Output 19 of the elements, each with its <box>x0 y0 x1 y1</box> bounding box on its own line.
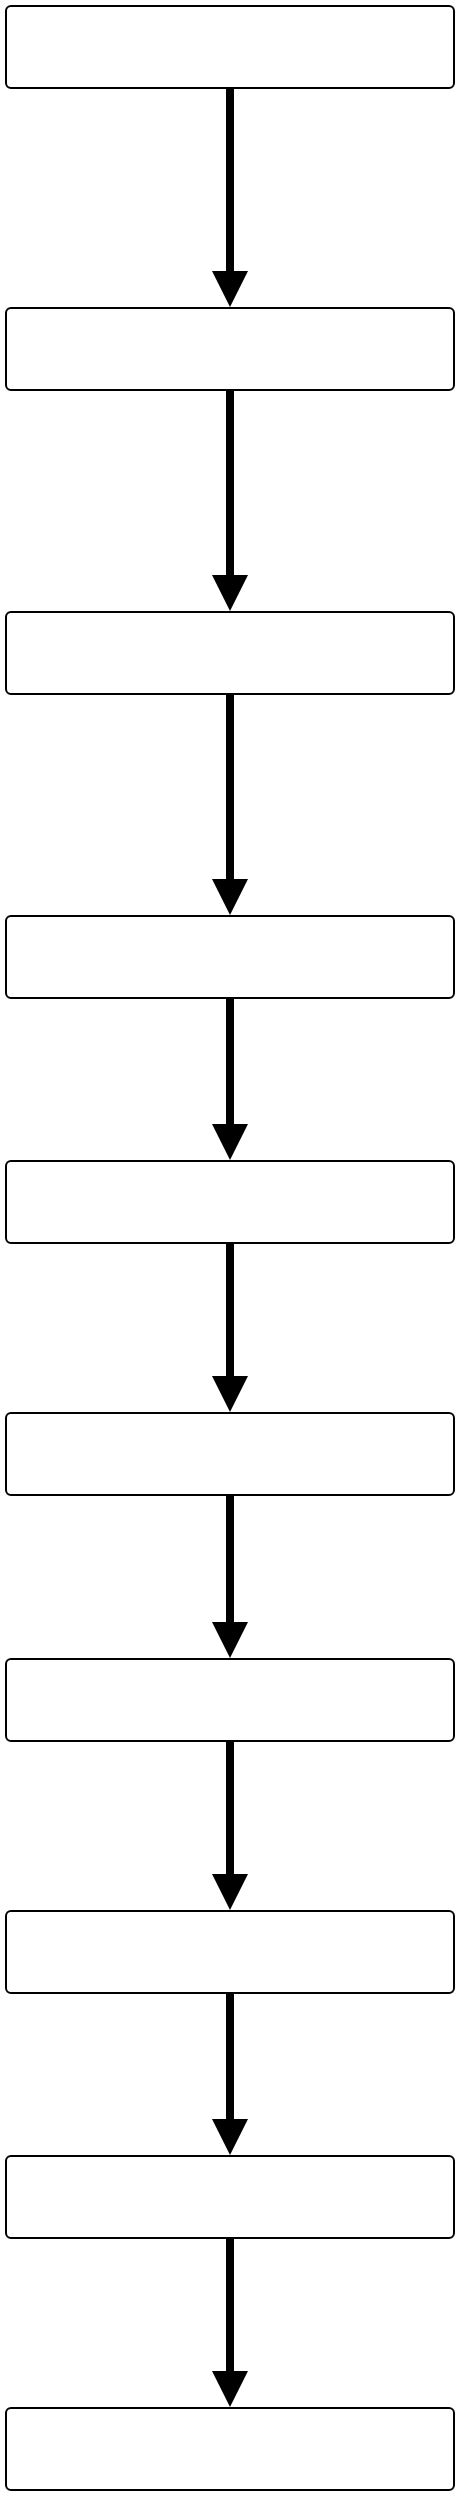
process-box <box>5 1412 455 1496</box>
arrow <box>212 89 248 307</box>
process-box <box>5 5 455 89</box>
arrow <box>212 695 248 915</box>
arrow <box>212 1244 248 1412</box>
process-box <box>5 611 455 695</box>
process-box <box>5 2155 455 2239</box>
process-box <box>5 2407 455 2491</box>
process-box <box>5 307 455 391</box>
arrow <box>212 1742 248 1910</box>
arrow <box>212 391 248 611</box>
arrow <box>212 1994 248 2155</box>
arrow <box>212 999 248 1160</box>
process-box <box>5 1910 455 1994</box>
process-box <box>5 1160 455 1244</box>
arrow <box>212 1496 248 1658</box>
arrow <box>212 2239 248 2407</box>
process-box <box>5 915 455 999</box>
process-box <box>5 1658 455 1742</box>
